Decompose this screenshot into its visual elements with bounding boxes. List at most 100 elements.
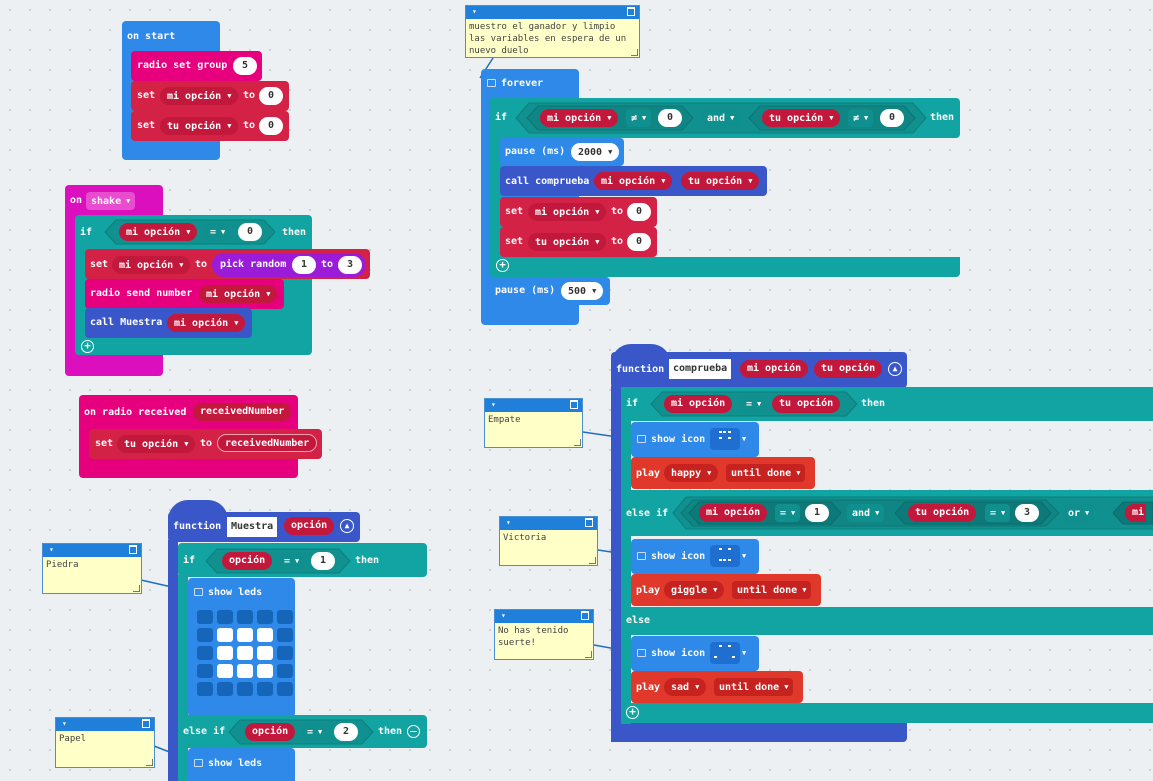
comment-top[interactable]: muestro el ganador y limpio las variable…: [465, 5, 640, 58]
mode-dropdown[interactable]: until done: [714, 678, 794, 696]
led-on[interactable]: [237, 664, 253, 678]
value-input[interactable]: 0: [259, 117, 283, 135]
param-reporter[interactable]: mi opción: [699, 504, 768, 522]
chevron-down-icon[interactable]: ▼: [742, 435, 747, 443]
value-input[interactable]: 0: [238, 223, 262, 241]
value-input[interactable]: 0: [627, 233, 651, 251]
chevron-down-icon[interactable]: ▼: [742, 552, 747, 560]
resize-handle[interactable]: [631, 49, 638, 56]
function-param[interactable]: mi opción: [740, 360, 809, 378]
value-input[interactable]: 2: [334, 723, 358, 741]
mode-dropdown[interactable]: until done: [726, 464, 806, 482]
comment-icon[interactable]: [194, 759, 203, 767]
comment-text[interactable]: Papel: [59, 734, 87, 744]
led-off[interactable]: [257, 682, 273, 696]
variable-dropdown[interactable]: tu opción: [762, 109, 841, 127]
variable-dropdown[interactable]: mi opción: [540, 109, 619, 127]
led-on[interactable]: [217, 646, 233, 660]
random-from-input[interactable]: 1: [292, 256, 316, 274]
function-name-input[interactable]: comprueba: [669, 359, 732, 379]
led-on[interactable]: [217, 628, 233, 642]
led-on[interactable]: [257, 664, 273, 678]
param-reporter-partial[interactable]: mi: [1125, 504, 1147, 522]
param-reporter[interactable]: mi opción: [664, 395, 733, 413]
variable-dropdown[interactable]: mi opción: [112, 256, 191, 274]
comment-text[interactable]: No has tenido suerte!: [498, 626, 574, 648]
comment-icon[interactable]: [637, 649, 646, 657]
add-else-icon[interactable]: +: [626, 706, 639, 719]
led-off[interactable]: [277, 682, 293, 696]
resize-handle[interactable]: [574, 439, 581, 446]
comment-empate[interactable]: Empate: [484, 398, 583, 448]
trash-icon[interactable]: [627, 7, 635, 16]
value-input[interactable]: 1: [805, 504, 829, 522]
gesture-dropdown[interactable]: shake: [86, 192, 136, 210]
comment-text[interactable]: muestro el ganador y limpio las variable…: [469, 22, 632, 56]
comment-bar[interactable]: [56, 718, 154, 731]
comment-bar[interactable]: [500, 517, 597, 530]
led-off[interactable]: [257, 610, 273, 624]
resize-handle[interactable]: [589, 557, 596, 564]
remove-else-if-icon[interactable]: [407, 725, 420, 738]
comment-bar[interactable]: [466, 6, 639, 19]
variable-dropdown[interactable]: mi opción: [119, 223, 198, 241]
led-off[interactable]: [277, 610, 293, 624]
led-on[interactable]: [217, 664, 233, 678]
variable-dropdown[interactable]: mi opción: [528, 203, 607, 221]
led-off[interactable]: [217, 610, 233, 624]
led-off[interactable]: [237, 682, 253, 696]
function-param[interactable]: opción: [284, 517, 335, 535]
led-off[interactable]: [197, 628, 213, 642]
led-on[interactable]: [257, 628, 273, 642]
comment-text[interactable]: Empate: [488, 415, 521, 425]
add-else-icon[interactable]: +: [496, 259, 509, 272]
led-off[interactable]: [277, 628, 293, 642]
led-on[interactable]: [237, 628, 253, 642]
icon-picker[interactable]: [710, 545, 740, 567]
comment-victoria[interactable]: Victoria: [499, 516, 598, 566]
icon-picker[interactable]: [710, 642, 740, 664]
operator-dropdown[interactable]: =: [985, 504, 1011, 522]
variable-dropdown[interactable]: mi opción: [594, 172, 673, 190]
operator-dropdown[interactable]: =: [279, 552, 305, 570]
led-off[interactable]: [277, 664, 293, 678]
mode-dropdown[interactable]: until done: [732, 581, 812, 599]
trash-icon[interactable]: [585, 518, 593, 527]
param-reporter[interactable]: opción: [222, 552, 273, 570]
logic-op-dropdown[interactable]: or: [1063, 504, 1095, 522]
operator-dropdown[interactable]: =: [205, 223, 231, 241]
value-input[interactable]: 0: [880, 109, 904, 127]
param-reporter[interactable]: tu opción: [772, 395, 841, 413]
comment-icon[interactable]: [487, 79, 496, 87]
sound-dropdown[interactable]: giggle: [664, 581, 725, 599]
led-grid[interactable]: [197, 610, 293, 696]
comment-icon[interactable]: [637, 435, 646, 443]
trash-icon[interactable]: [581, 611, 589, 620]
sound-dropdown[interactable]: happy: [664, 464, 719, 482]
led-on[interactable]: [257, 646, 273, 660]
led-on[interactable]: [237, 646, 253, 660]
value-input[interactable]: 3: [1015, 504, 1039, 522]
else-row[interactable]: [621, 607, 1153, 635]
operator-dropdown[interactable]: =: [302, 723, 328, 741]
add-else-icon[interactable]: +: [81, 340, 94, 353]
comment-bar[interactable]: [43, 544, 141, 557]
variable-dropdown[interactable]: tu opción: [117, 435, 196, 453]
value-input[interactable]: 1: [311, 552, 335, 570]
comment-suerte[interactable]: No has tenido suerte!: [494, 609, 594, 660]
variable-dropdown[interactable]: tu opción: [160, 117, 239, 135]
function-name-input[interactable]: Muestra: [227, 517, 278, 537]
received-number-value[interactable]: receivedNumber: [217, 434, 318, 452]
collapse-params-icon[interactable]: ▲: [340, 519, 354, 533]
value-input[interactable]: 0: [259, 87, 283, 105]
comment-text[interactable]: Piedra: [46, 560, 79, 570]
variable-dropdown[interactable]: tu opción: [528, 233, 607, 251]
function-param[interactable]: tu opción: [814, 360, 883, 378]
variable-dropdown[interactable]: mi opción: [167, 314, 246, 332]
led-off[interactable]: [197, 610, 213, 624]
led-off[interactable]: [217, 682, 233, 696]
resize-handle[interactable]: [146, 759, 153, 766]
trash-icon[interactable]: [142, 719, 150, 728]
comment-text[interactable]: Victoria: [503, 533, 547, 543]
sound-dropdown[interactable]: sad: [664, 678, 707, 696]
